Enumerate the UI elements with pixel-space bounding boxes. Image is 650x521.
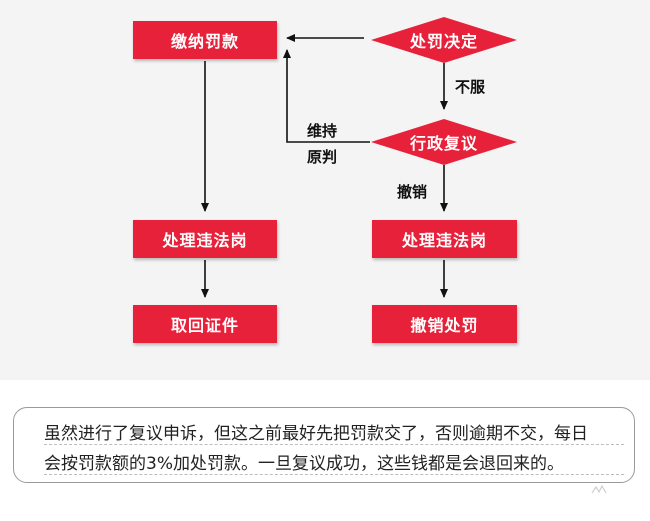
note-underline-2 <box>44 474 624 475</box>
arrow-review-upheld <box>283 49 370 143</box>
node-handle-violation-left: 处理违法岗 <box>133 220 277 258</box>
node-retrieve-documents: 取回证件 <box>133 305 277 343</box>
node-revoke-penalty: 撤销处罚 <box>372 305 517 343</box>
note-line-1: 虽然进行了复议申诉，但这之前最好先把罚款交了，否则逾期不交，每日 <box>44 424 588 444</box>
node-handle-violation-right: 处理违法岗 <box>372 220 517 258</box>
note-box: 虽然进行了复议申诉，但这之前最好先把罚款交了，否则逾期不交，每日 会按罚款额的3… <box>13 407 635 483</box>
node-decision-label: 处罚决定 <box>409 32 478 51</box>
edge-label-upheld-2: 原判 <box>307 148 338 166</box>
note-underline-1 <box>44 444 624 445</box>
review-diamond <box>371 119 517 165</box>
node-pay-fine: 缴纳罚款 <box>133 21 277 59</box>
flowchart-connectors <box>201 17 517 298</box>
watermark-mark <box>591 484 607 494</box>
edge-label-upheld-1: 维持 <box>307 122 338 140</box>
edge-label-dispute: 不服 <box>455 78 486 96</box>
decision-diamond <box>371 17 517 63</box>
flowchart-area: 缴纳罚款 处罚决定 不服 行政复议 维持 原判 撤销 处理违法岗 处理违法岗 取… <box>0 0 650 380</box>
edge-label-revoked: 撤销 <box>397 183 428 201</box>
node-review-label: 行政复议 <box>409 134 478 153</box>
note-line-2: 会按罚款额的3%加处罚款。一旦复议成功，这些钱都是会退回来的。 <box>44 454 564 474</box>
